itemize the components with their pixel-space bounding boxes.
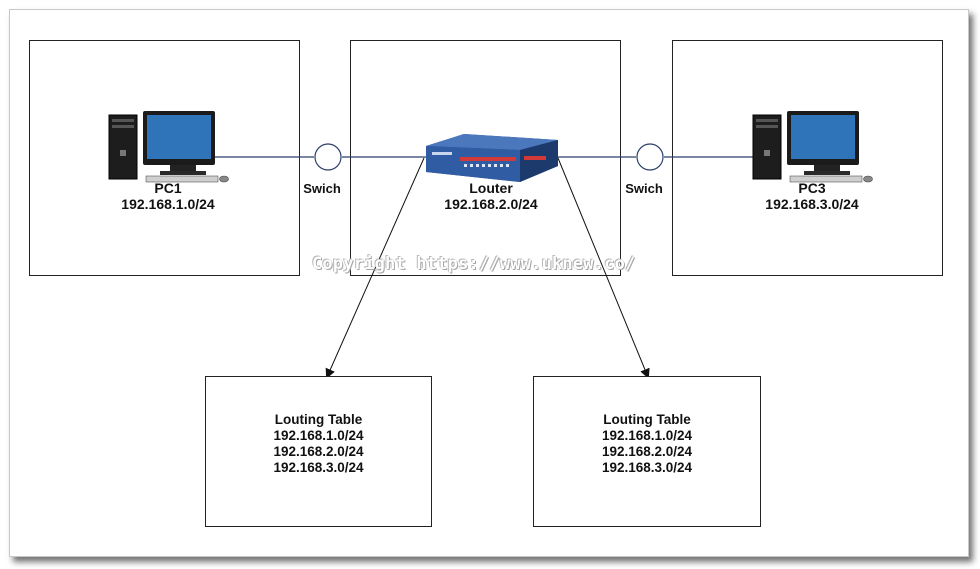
routing-entry: 192.168.1.0/24 [601, 428, 693, 443]
pc3-label: PC3 192.168.3.0/24 [752, 180, 872, 212]
pc3-name: PC3 [798, 180, 826, 196]
routing-table-title: Louting Table [274, 412, 363, 427]
pc1-name: PC1 [154, 180, 182, 196]
routing-entry: 192.168.3.0/24 [273, 460, 364, 475]
routing-table-right: Louting Table 192.168.1.0/24 192.168.2.0… [533, 376, 761, 527]
switch-right-icon [636, 143, 664, 171]
desktop-computer-icon [108, 111, 229, 183]
router-name: Louter [469, 180, 513, 196]
desktop-computer-icon [752, 111, 873, 183]
pc1-label: PC1 192.168.1.0/24 [108, 180, 228, 212]
routing-table-title: Louting Table [603, 412, 691, 427]
router-label: Louter 192.168.2.0/24 [431, 180, 551, 212]
arrow-router-table-left [325, 157, 425, 379]
copyright-watermark: Copyright https://www.uknew.co/ [312, 254, 636, 274]
switch-left-label: Swich [303, 181, 341, 196]
routing-table-left: Louting Table 192.168.1.0/24 192.168.2.0… [205, 376, 432, 527]
switch-left-icon [314, 143, 342, 171]
pc3-network: 192.168.3.0/24 [765, 196, 859, 212]
routing-entry: 192.168.2.0/24 [273, 444, 364, 459]
routing-entry: 192.168.2.0/24 [601, 444, 693, 459]
router-icon [426, 134, 558, 182]
routing-entry: 192.168.1.0/24 [273, 428, 364, 443]
pc1-network: 192.168.1.0/24 [121, 196, 215, 212]
router-network: 192.168.2.0/24 [444, 196, 538, 212]
routing-entry: 192.168.3.0/24 [601, 460, 693, 475]
arrow-router-table-right [557, 157, 650, 379]
switch-right-label: Swich [625, 181, 663, 196]
